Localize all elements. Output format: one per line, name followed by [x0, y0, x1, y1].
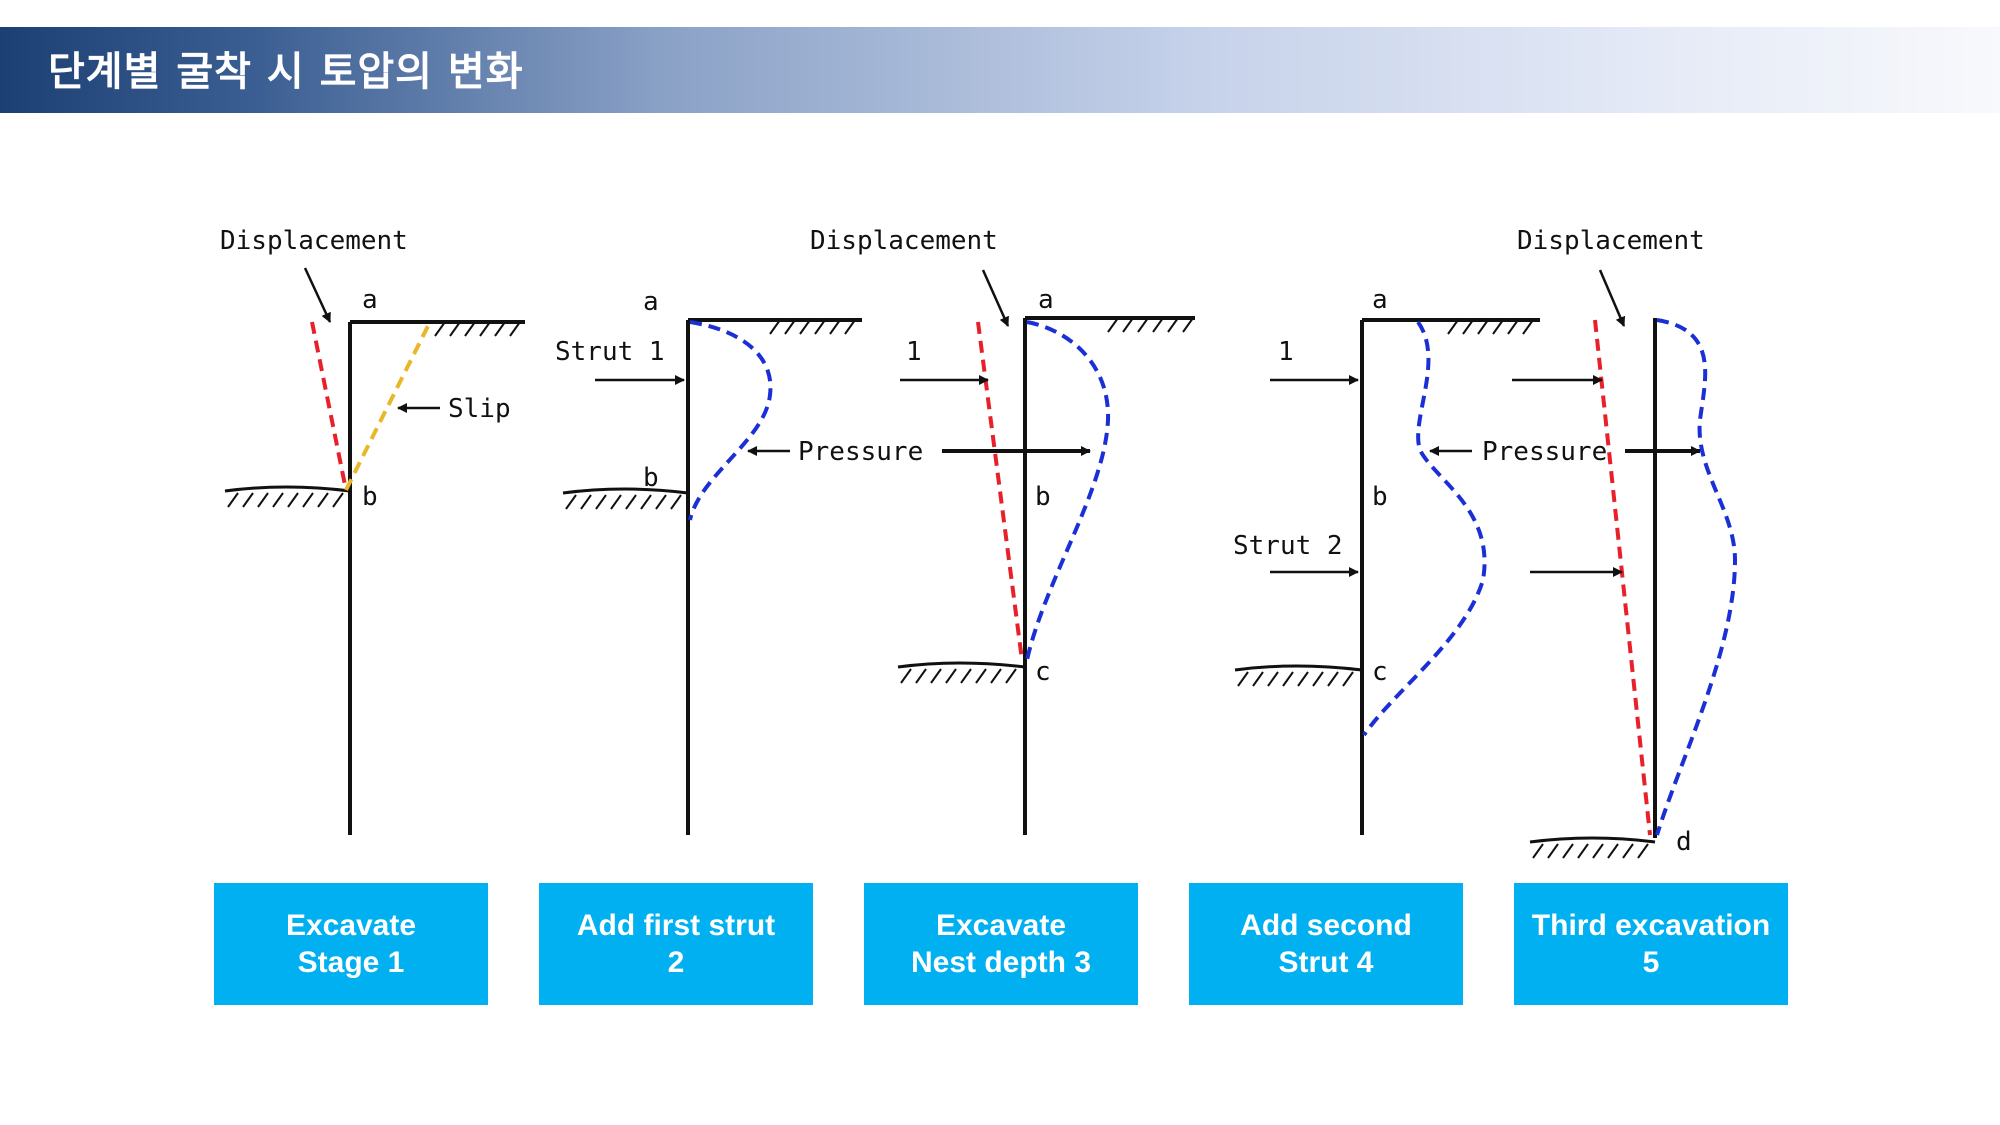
point-b-3: b [1035, 482, 1051, 512]
pressure-curve-2 [688, 320, 773, 521]
soil-hatch-top-1 [434, 321, 521, 337]
excavation-level-5 [1529, 836, 1656, 844]
strut-2-label: Strut 2 [1233, 531, 1343, 561]
point-a-4: a [1372, 285, 1388, 315]
soil-hatch-bottom-1 [227, 492, 344, 508]
point-a-3: a [1038, 285, 1054, 315]
pressure-label-2: Pressure [798, 437, 923, 467]
displacement-label-5: Displacement [1517, 226, 1705, 256]
stage-3-diagram: Displacement 1 a b c [810, 226, 1195, 835]
soil-hatch-bottom-5 [1532, 843, 1649, 859]
stage-2-line2: 2 [667, 946, 685, 979]
soil-hatch-bottom-3 [900, 668, 1017, 684]
slip-line [344, 321, 432, 491]
soil-hatch-top-3 [1107, 317, 1194, 333]
stage-5-box: Third excavation 5 [1514, 883, 1788, 1005]
point-c-3: c [1035, 657, 1051, 687]
strut-1-label: Strut 1 [555, 337, 665, 367]
displacement-arrow-1 [303, 267, 332, 323]
point-a-1: a [362, 285, 378, 315]
page-title: 단계별 굴착 시 토압의 변화 [48, 49, 524, 95]
stage-4-line1: Add second [1240, 909, 1412, 942]
pressure-label-4: Pressure [1482, 437, 1607, 467]
excavation-level-3 [897, 661, 1026, 669]
point-a-2: a [643, 287, 659, 317]
soil-hatch-bottom-4 [1237, 671, 1354, 687]
excavation-level-4 [1234, 664, 1363, 672]
point-b-2: b [643, 463, 659, 493]
one-label-4: 1 [1278, 337, 1294, 367]
stage-4-diagram: 1 Strut 2 Pressure a b c [1233, 285, 1701, 835]
stage-3-box: Excavate Nest depth 3 [864, 883, 1138, 1005]
stage-3-line1: Excavate [935, 909, 1067, 942]
displacement-label-3: Displacement [810, 226, 998, 256]
displacement-line-1 [310, 321, 348, 491]
soil-hatch-bottom-2 [565, 494, 682, 510]
point-b-1: b [362, 482, 378, 512]
displacement-label-1: Displacement [220, 226, 408, 256]
stage-1-line2: Stage 1 [297, 946, 405, 979]
stage-4-line2: Strut 4 [1278, 946, 1374, 979]
title-bar: 단계별 굴착 시 토압의 변화 [0, 27, 2000, 113]
pressure-curve-3 [1025, 320, 1111, 661]
soil-hatch-top-4 [1447, 319, 1534, 335]
stage-5-line2: 5 [1642, 946, 1660, 979]
pressure-curve-5 [1655, 318, 1738, 836]
one-label-3: 1 [906, 337, 922, 367]
slip-label: Slip [448, 394, 511, 424]
soil-hatch-top-2 [769, 319, 856, 335]
stage-5-diagram: Displacement d [1512, 226, 1738, 859]
stage-3-line2: Nest depth 3 [910, 946, 1092, 979]
displacement-arrow-3 [981, 269, 1010, 327]
stage-1-box: Excavate Stage 1 [214, 883, 488, 1005]
excavation-level-2 [562, 487, 689, 495]
stage-2-line1: Add first strut [576, 909, 776, 942]
stage-1-diagram: Displacement Slip a b [220, 226, 525, 835]
point-c-4: c [1372, 657, 1388, 687]
displacement-line-3 [976, 321, 1024, 661]
displacement-arrow-5 [1598, 269, 1626, 327]
stage-2-diagram: Strut 1 Pressure a b [555, 287, 1091, 835]
point-b-4: b [1372, 482, 1388, 512]
excavation-level-1 [224, 485, 351, 493]
stage-5-line1: Third excavation [1531, 909, 1771, 942]
displacement-line-5 [1593, 319, 1652, 836]
stage-4-box: Add second Strut 4 [1189, 883, 1463, 1005]
pressure-curve-4 [1362, 320, 1487, 737]
point-d-5: d [1676, 827, 1692, 857]
stage-2-box: Add first strut 2 [539, 883, 813, 1005]
stage-1-line1: Excavate [285, 909, 417, 942]
